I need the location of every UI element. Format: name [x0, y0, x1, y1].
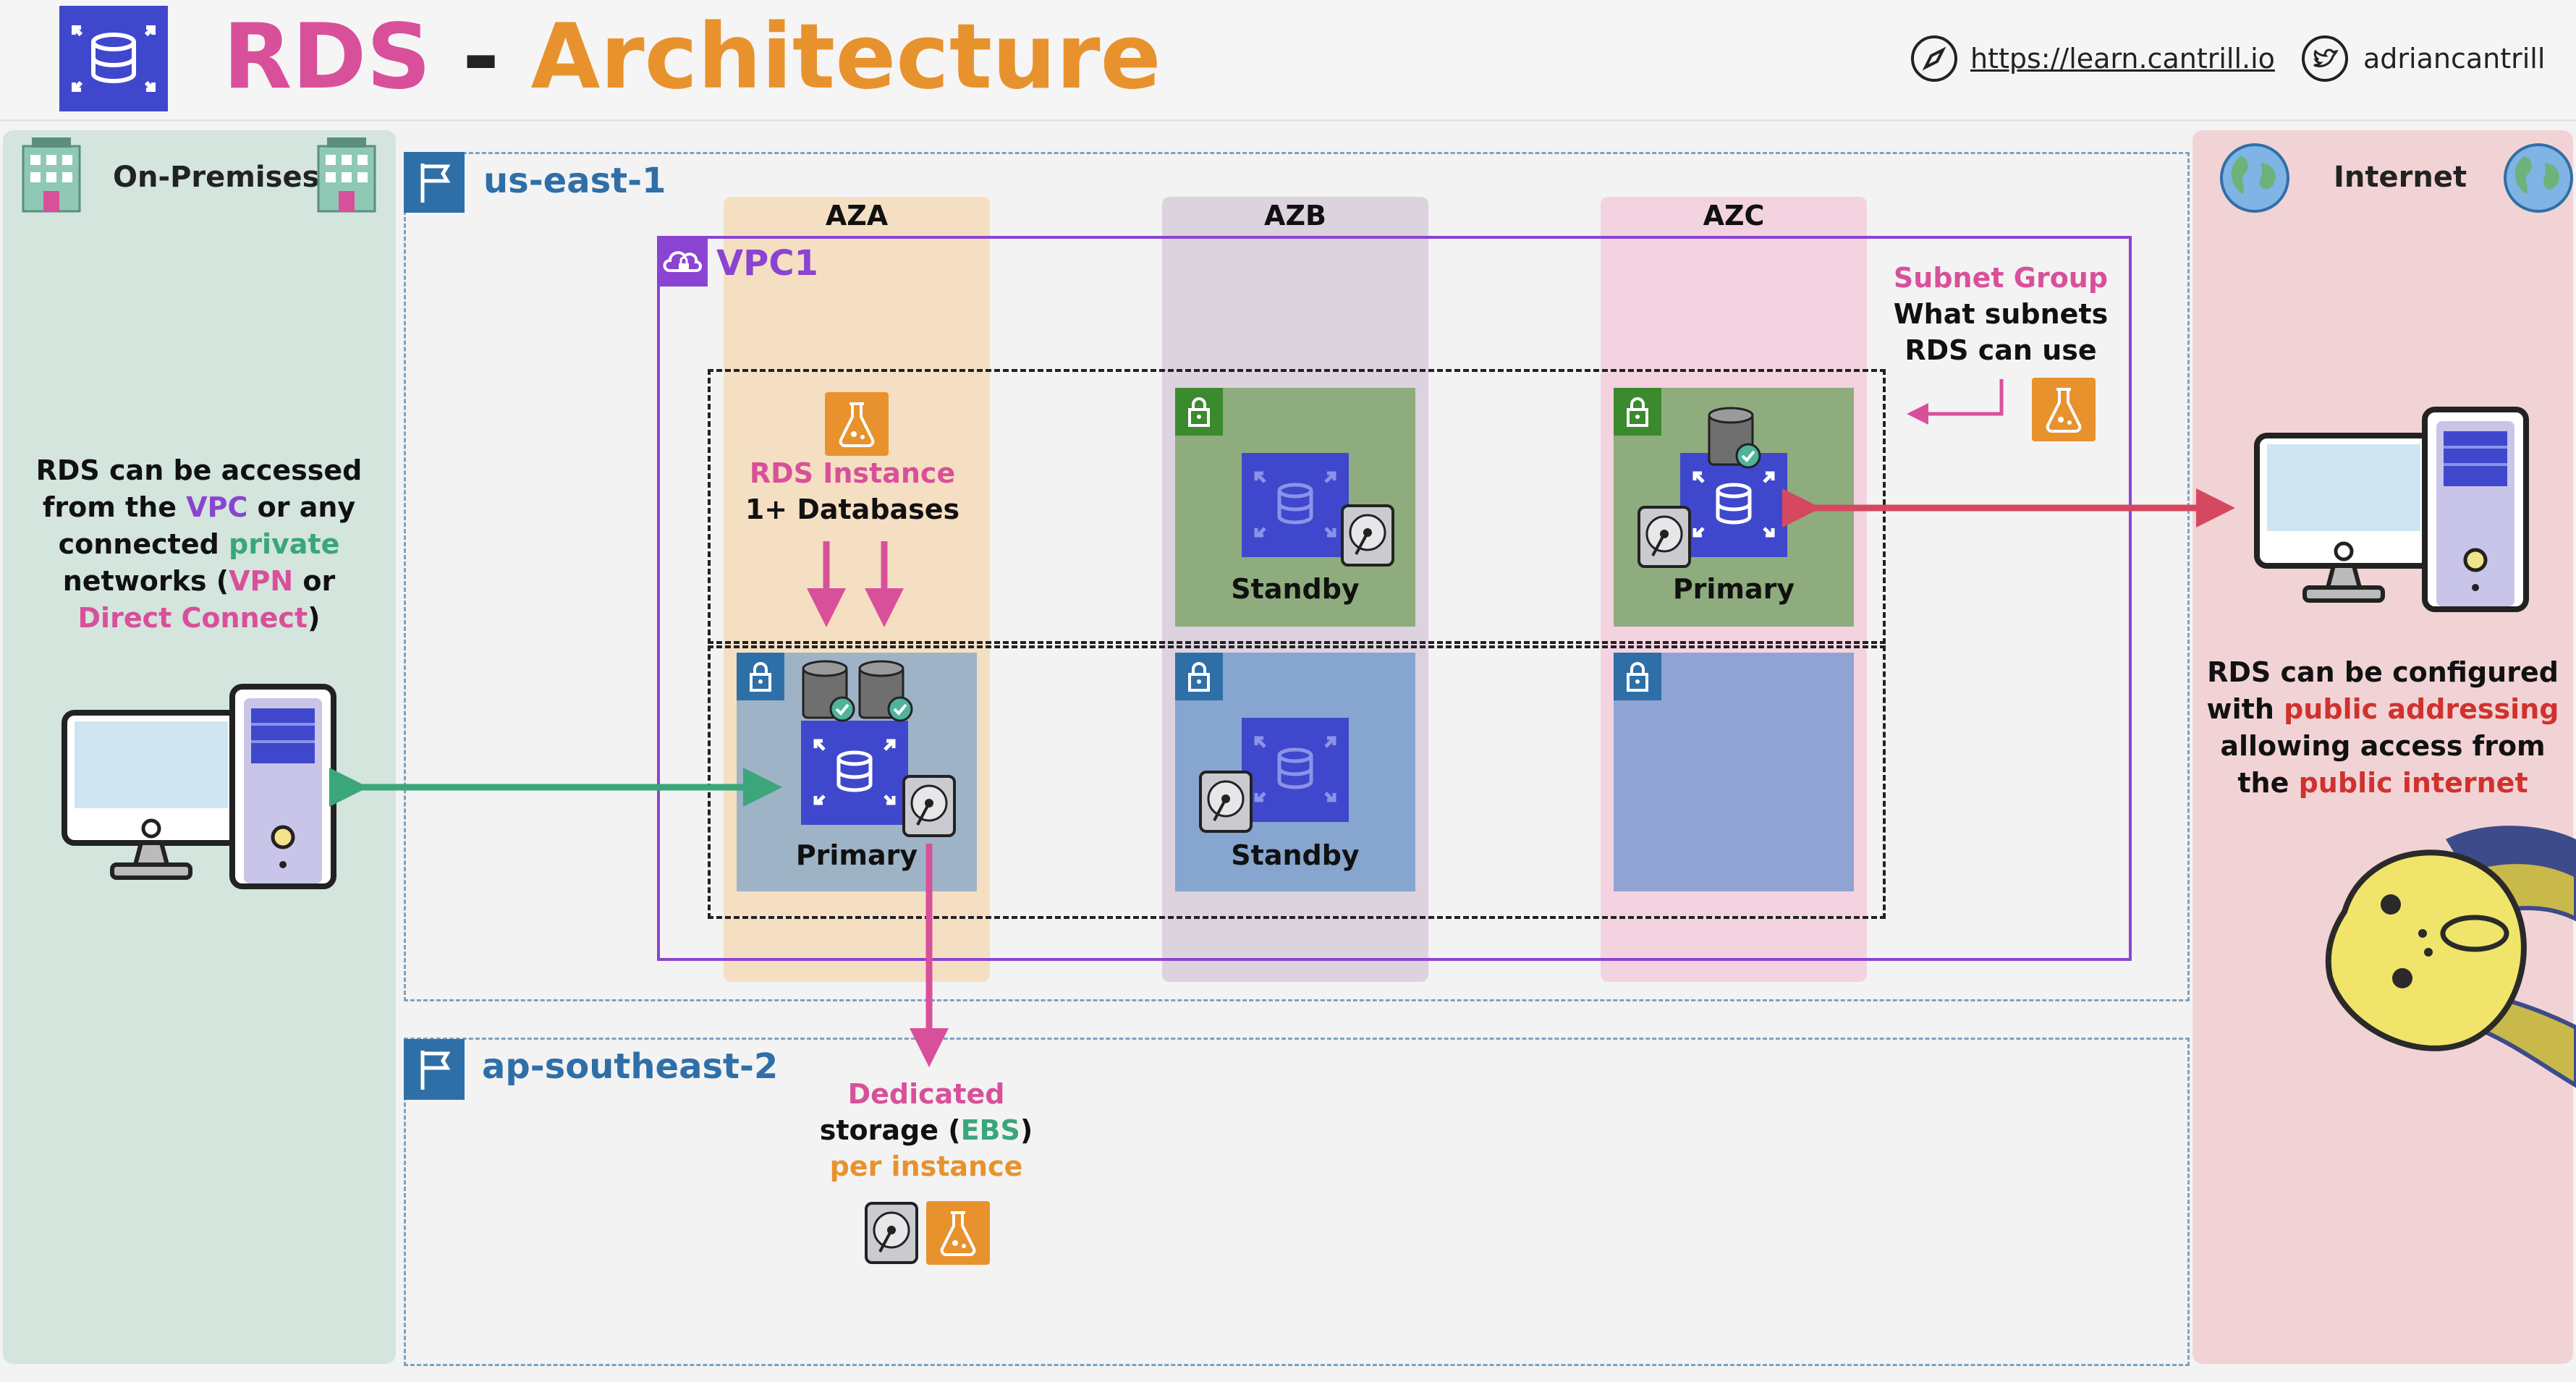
flag-icon [404, 152, 465, 213]
lock-icon [1175, 388, 1223, 436]
flask-icon [926, 1201, 990, 1265]
note-text: ) [308, 602, 321, 634]
database-cluster-icon [799, 658, 915, 728]
title-separator: - [431, 5, 531, 109]
lock-icon [737, 653, 784, 700]
database-cluster-icon [1705, 405, 1763, 475]
database-icon [1680, 453, 1787, 557]
lock-icon [1175, 653, 1223, 700]
instance-label-aza: Primary [795, 839, 918, 871]
note-text: the [2237, 767, 2299, 799]
database-icon [1242, 453, 1349, 557]
instance-label-azb-private: Standby [1231, 839, 1360, 871]
hard-drive-icon [864, 1201, 919, 1265]
note-line: Direct Connect) [22, 600, 376, 637]
storage-ebs: EBS [960, 1114, 1020, 1146]
rds-database-icon [59, 6, 168, 111]
storage-text: storage ( [819, 1114, 961, 1146]
note-line: the public internet [2192, 765, 2573, 802]
note-line: allowing access from [2220, 730, 2546, 762]
note-public-addressing: public addressing [2284, 693, 2559, 725]
hard-drive-icon [902, 774, 957, 838]
globe-icon [2219, 142, 2291, 214]
note-line: connected private [22, 526, 376, 563]
rds-instance-subtitle: 1+ Databases [745, 493, 960, 525]
storage-line3: per instance [829, 1150, 1023, 1182]
note-line: with public addressing [2192, 691, 2573, 728]
instance-label-azb-public: Standby [1231, 573, 1360, 605]
computer-icon [2254, 407, 2529, 616]
title-architecture: Architecture [530, 5, 1161, 109]
storage-line2: storage (EBS) [796, 1114, 1056, 1146]
database-icon [801, 721, 908, 825]
hard-drive-icon [1637, 505, 1692, 569]
note-text: connected [58, 528, 229, 560]
internet-panel [2192, 130, 2573, 1364]
az-label: AZA [825, 200, 889, 232]
building-icon [314, 136, 379, 216]
note-text: with [2206, 693, 2284, 725]
website-link[interactable]: https://learn.cantrill.io [1970, 43, 2275, 75]
note-line: networks (VPN or [22, 563, 376, 600]
flask-icon [2032, 378, 2096, 441]
rds-instance-title: RDS Instance [749, 457, 956, 489]
flask-icon [825, 392, 889, 456]
on-premises-note: RDS can be accessed from the VPC or any … [22, 452, 376, 637]
az-label: AZB [1264, 200, 1326, 232]
twitter-icon [2300, 33, 2350, 84]
twitter-handle[interactable]: adriancantrill [2363, 43, 2546, 75]
note-line: RDS can be accessed [35, 454, 363, 486]
instance-label-azc: Primary [1672, 573, 1795, 605]
header-bar [0, 0, 2576, 122]
az-label: AZC [1703, 200, 1765, 232]
subnet-group-line2: RDS can use [1905, 334, 2097, 366]
database-icon [1242, 718, 1349, 822]
lock-icon [1614, 388, 1661, 436]
mascot-illustration [2301, 810, 2576, 1100]
globe-icon [2502, 142, 2575, 214]
region-ap-southeast-2 [404, 1038, 2190, 1366]
title-rds: RDS [223, 5, 431, 109]
internet-label: Internet [2334, 161, 2467, 194]
note-vpn: VPN [229, 565, 294, 597]
note-vpc: VPC [186, 491, 248, 523]
note-direct-connect: Direct Connect [77, 602, 308, 634]
vpc-boundary [657, 236, 2132, 961]
subnet-group-line1: What subnets [1893, 298, 2109, 330]
vpc-label: VPC1 [716, 243, 818, 284]
storage-text: ) [1020, 1114, 1033, 1146]
note-text: networks ( [62, 565, 229, 597]
page-title: RDS - Architecture [223, 3, 1161, 111]
region-label: us-east-1 [483, 161, 666, 201]
hard-drive-icon [1340, 504, 1395, 567]
note-text: or [293, 565, 336, 597]
building-icon [19, 136, 84, 216]
storage-line1: Dedicated [847, 1078, 1005, 1110]
cloud-lock-icon [657, 236, 708, 287]
on-premises-label: On-Premises [113, 161, 320, 194]
note-text: or any [247, 491, 356, 523]
internet-note: RDS can be configured with public addres… [2192, 654, 2573, 802]
region-label: ap-southeast-2 [482, 1046, 779, 1087]
note-text: from the [42, 491, 187, 523]
compass-icon [1909, 33, 1959, 84]
note-line: RDS can be configured [2207, 656, 2559, 688]
note-private: private [229, 528, 340, 560]
note-line: from the VPC or any [22, 489, 376, 526]
computer-icon [62, 684, 336, 894]
flag-icon [404, 1039, 465, 1100]
lock-icon [1614, 653, 1661, 700]
note-public-internet: public internet [2298, 767, 2528, 799]
subnet-group-title: Subnet Group [1893, 262, 2109, 294]
hard-drive-icon [1198, 770, 1253, 834]
